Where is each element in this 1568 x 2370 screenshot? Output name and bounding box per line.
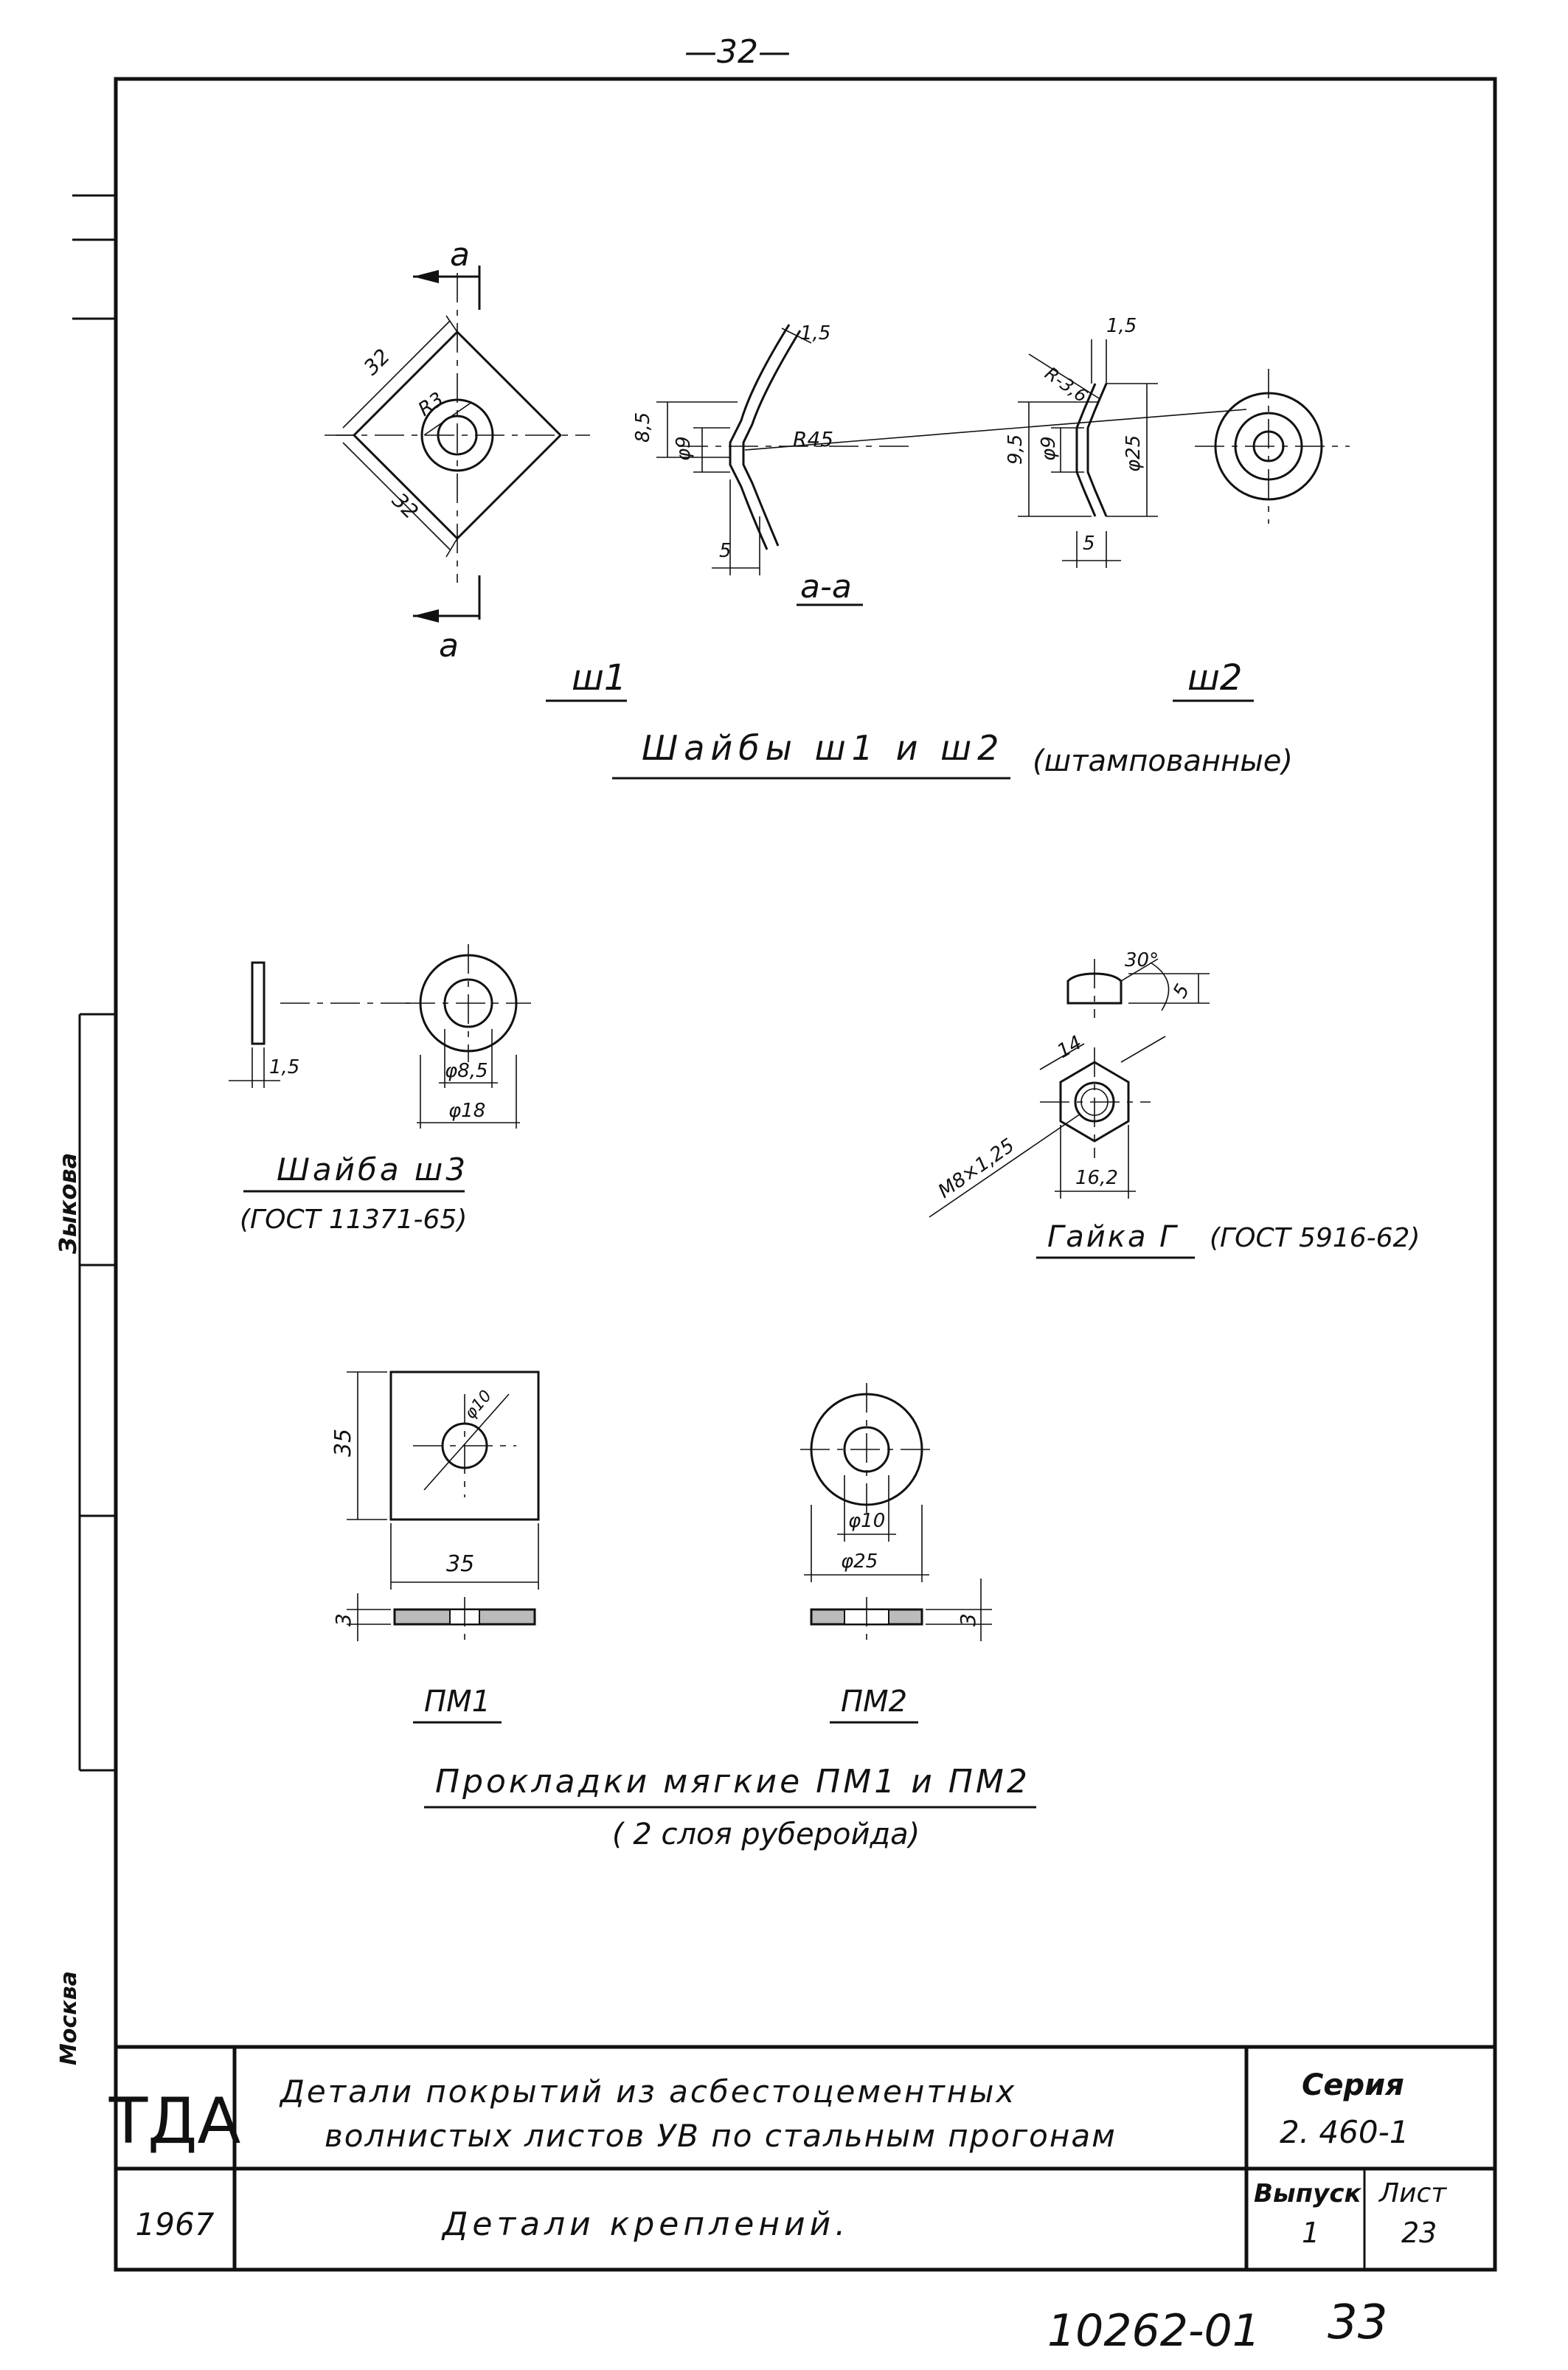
tb-title-line1: Детали покрытий из асбестоцементных [279,2073,1016,2110]
pm1-dim-hole: φ10 [461,1387,495,1423]
pad-pm2-drawing [800,1383,992,1645]
margin-city: Москва [56,1971,82,2065]
footer-page: 33 [1328,2295,1387,2350]
sh1-section-label: a-a [800,568,852,606]
nut-dim-across-corners: 16,2 [1075,1167,1118,1189]
pm1-dim-side-v: 35 [330,1429,356,1457]
pm2-dim-outer: φ25 [841,1550,878,1573]
tb-year: 1967 [136,2206,215,2242]
tb-sheet-label: Лист [1378,2178,1447,2208]
tb-sheet-value: 23 [1401,2217,1437,2249]
left-margin-marks [72,194,116,1772]
sh1-dim-height: 8,5 [632,412,654,443]
nut-dim-height: 5 [1169,980,1194,1002]
page-number: —32— [684,33,791,71]
sh1-dim-radius: R3 [414,388,448,420]
washer-sh1-plan [325,266,590,623]
tb-org: ТДА [108,2085,241,2158]
washer-sh2-plan [1195,369,1350,524]
sh2-label: ш2 [1187,657,1242,699]
footer-doc-number: 10262-01 [1047,2305,1260,2357]
sh1-dim-side-a: 32 [359,344,395,380]
pm1-label: ПМ1 [424,1685,490,1719]
sh3-dim-inner: φ8,5 [445,1060,488,1082]
sh3-dim-thickness: 1,5 [269,1056,299,1078]
tb-issue-label: Выпуск [1254,2179,1361,2208]
washers-caption-title: Шайбы ш1 и ш2 [642,728,1005,768]
nut-title: Гайка Г [1047,1220,1178,1254]
sh2-dim-hole: φ9 [1038,436,1060,461]
pm1-dim-side-h: 35 [446,1551,474,1577]
tb-issue-value: 1 [1302,2217,1319,2249]
pad-pm1-drawing [347,1371,540,1645]
sh2-dim-offset: 5 [1083,533,1095,555]
washers-caption-note: (штампованные) [1033,744,1293,778]
sh1-dim-side-b: 32 [387,488,423,524]
pads-caption-note: ( 2 слоя руберойда) [612,1818,920,1851]
section-mark-top: a [450,236,470,274]
sh2-dim-thickness: 1,5 [1106,315,1137,337]
nut-dim-angle: 30° [1125,949,1159,971]
tb-subtitle: Детали креплений. [441,2206,850,2243]
pm2-dim-inner: φ10 [848,1510,885,1532]
sh1-label: ш1 [572,657,626,699]
pm2-dim-thick: 3 [956,1613,980,1626]
sh3-standard: (ГОСТ 11371-65) [240,1205,467,1235]
pads-caption-title: Прокладки мягкие ПМ1 и ПМ2 [435,1763,1030,1801]
sh1-dim-hole: φ9 [673,436,695,461]
section-mark-bottom: a [439,627,459,665]
nut-standard: (ГОСТ 5916-62) [1210,1223,1420,1253]
sh1-dim-thickness: 1,5 [800,322,830,344]
pm1-dim-thick: 3 [331,1613,355,1626]
sh2-dim-outer: φ25 [1123,435,1145,472]
margin-name: Зыкова [54,1153,82,1255]
drawing-frame [114,77,1497,2272]
tb-title-line2: волнистых листов УВ по стальным прогонам [325,2118,1117,2154]
sh1-dim-offset: 5 [719,540,732,562]
title-block [116,2045,1495,2270]
pm2-label: ПМ2 [841,1685,907,1719]
tb-series-label: Серия [1302,2068,1404,2102]
sh2-dim-height: 9,5 [1005,434,1027,465]
sh3-title: Шайба ш3 [277,1151,468,1188]
sh1-dim-bend-radius: R45 [793,427,833,451]
sh3-dim-outer: φ18 [448,1100,485,1122]
sh2-dim-radius: R-3,6 [1041,363,1092,406]
nut-dim-thread: M8×1,25 [934,1134,1019,1203]
tb-series-value: 2. 460-1 [1280,2114,1409,2150]
washer-sh2-section [1018,339,1158,568]
nut-g-drawing [929,958,1210,1218]
washer-sh3-drawing [229,944,531,1129]
washer-sh1-section [656,324,1247,606]
